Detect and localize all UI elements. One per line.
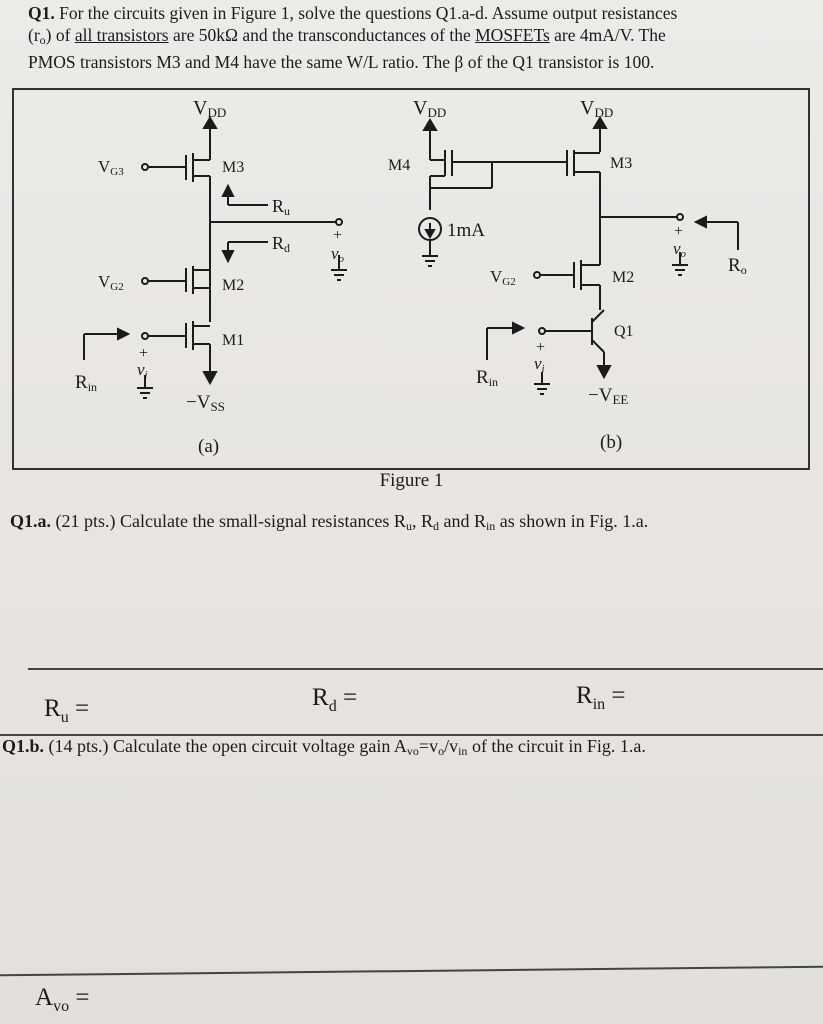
vo-label-b: vo bbox=[673, 239, 687, 260]
m1-label: M1 bbox=[222, 332, 244, 349]
vdd-label-b-m3: VDD bbox=[580, 97, 613, 120]
answer-avo: Avo = bbox=[35, 984, 90, 1015]
question-line-2: (ro) of all transistors are 50kΩ and the… bbox=[28, 25, 666, 47]
m4-label: M4 bbox=[388, 157, 410, 174]
rin-label-b: Rin bbox=[476, 367, 498, 389]
answer-ru: Ru = bbox=[44, 695, 90, 726]
vi-plus-a: + bbox=[139, 345, 148, 362]
vo-plus-a: + bbox=[333, 227, 342, 244]
figure-box bbox=[12, 88, 810, 470]
vi-label-b: vi bbox=[534, 354, 545, 375]
vi-label-a: vi bbox=[137, 360, 148, 381]
vee-label: −VEE bbox=[588, 385, 628, 407]
circuit-diagram: VDD VG3 M3 Ru Rd + vo VG2 M2 M1 + vi Rin… bbox=[75, 97, 747, 457]
current-source-label: 1mA bbox=[447, 220, 485, 241]
part-a-label: (a) bbox=[198, 436, 219, 457]
vo-label-a: vo bbox=[331, 244, 345, 265]
m3-label-b: M3 bbox=[610, 155, 632, 172]
question-line-1: Q1. For the circuits given in Figure 1, … bbox=[28, 3, 678, 23]
ru-label: Ru bbox=[272, 196, 290, 218]
ro-label: Ro bbox=[728, 255, 747, 277]
question-1a: Q1.a. (21 pts.) Calculate the small-sign… bbox=[10, 511, 649, 533]
vg3-label: VG3 bbox=[98, 157, 124, 178]
rin-label-a: Rin bbox=[75, 372, 97, 394]
vo-plus-b: + bbox=[674, 223, 683, 240]
rd-label: Rd bbox=[272, 233, 290, 255]
answer-box-rule-lower bbox=[0, 965, 823, 977]
vdd-label-b-m4: VDD bbox=[413, 97, 446, 120]
m2-label-b: M2 bbox=[612, 269, 634, 286]
answer-box-top-rule bbox=[28, 668, 823, 670]
q1-label: Q1 bbox=[614, 323, 634, 340]
answer-rd: Rd = bbox=[312, 684, 358, 715]
question-line-3: PMOS transistors M3 and M4 have the same… bbox=[28, 52, 655, 72]
question-1b: Q1.b. (14 pts.) Calculate the open circu… bbox=[2, 736, 646, 758]
vdd-label-a: VDD bbox=[193, 97, 226, 120]
vg2-label-b: VG2 bbox=[490, 267, 516, 288]
answer-box-bottom-rule bbox=[0, 734, 823, 736]
vg2-label-a: VG2 bbox=[98, 272, 124, 293]
vi-plus-b: + bbox=[536, 339, 545, 356]
vss-label: −VSS bbox=[186, 392, 225, 414]
m2-label-a: M2 bbox=[222, 277, 244, 294]
answer-rin: Rin = bbox=[576, 682, 626, 713]
part-b-label: (b) bbox=[600, 432, 622, 453]
question-header: Q1. For the circuits given in Figure 1, … bbox=[28, 2, 798, 73]
figure-caption: Figure 1 bbox=[379, 470, 444, 491]
m3-label-a: M3 bbox=[222, 159, 244, 176]
